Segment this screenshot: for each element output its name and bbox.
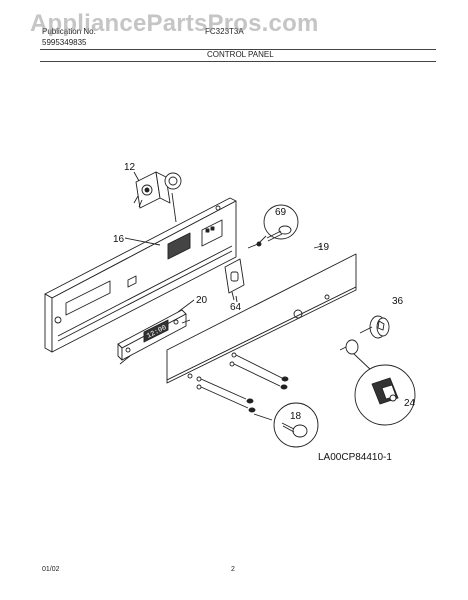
part-label-16: 16 [113,234,125,245]
part-label-12: 12 [124,162,136,173]
part-label-69: 69 [275,207,287,218]
header-rule-top [40,49,436,50]
watermark: AppliancePartsPros.com [30,10,319,37]
model-number: FC323T3A [205,27,244,36]
pushbutton-18 [253,402,319,448]
knob-36 [359,315,390,339]
part-label-36: 36 [392,296,404,307]
screw-set [196,352,289,413]
document-code: LA00CP84410-1 [318,452,392,463]
console-panel [44,192,237,353]
screw-69 [247,204,299,249]
publication-label: Publication No. [42,27,96,36]
section-title: CONTROL PANEL [207,50,274,59]
clock-timer [117,309,191,365]
glass-panel [168,258,358,418]
header-row-1: Publication No. FC323T3A [0,27,468,39]
footer-date: 01/02 [42,566,60,573]
rocker-switch-24 [339,339,416,426]
publication-number: 5995349835 [42,38,87,47]
switch-part [224,258,245,301]
footer-page-number: 2 [231,566,235,573]
front-control-panel [166,253,357,384]
header-rule-bottom [40,61,436,62]
part-label-64: 64 [230,302,242,313]
part-label-18: 18 [290,411,302,422]
thermostat [133,171,182,209]
header-row-2: 5995349835 [0,38,468,50]
part-label-20: 20 [196,295,208,306]
part-label-24: 24 [404,398,416,409]
part-label-19: 19 [318,242,330,253]
header-row-3: CONTROL PANEL [0,50,468,62]
